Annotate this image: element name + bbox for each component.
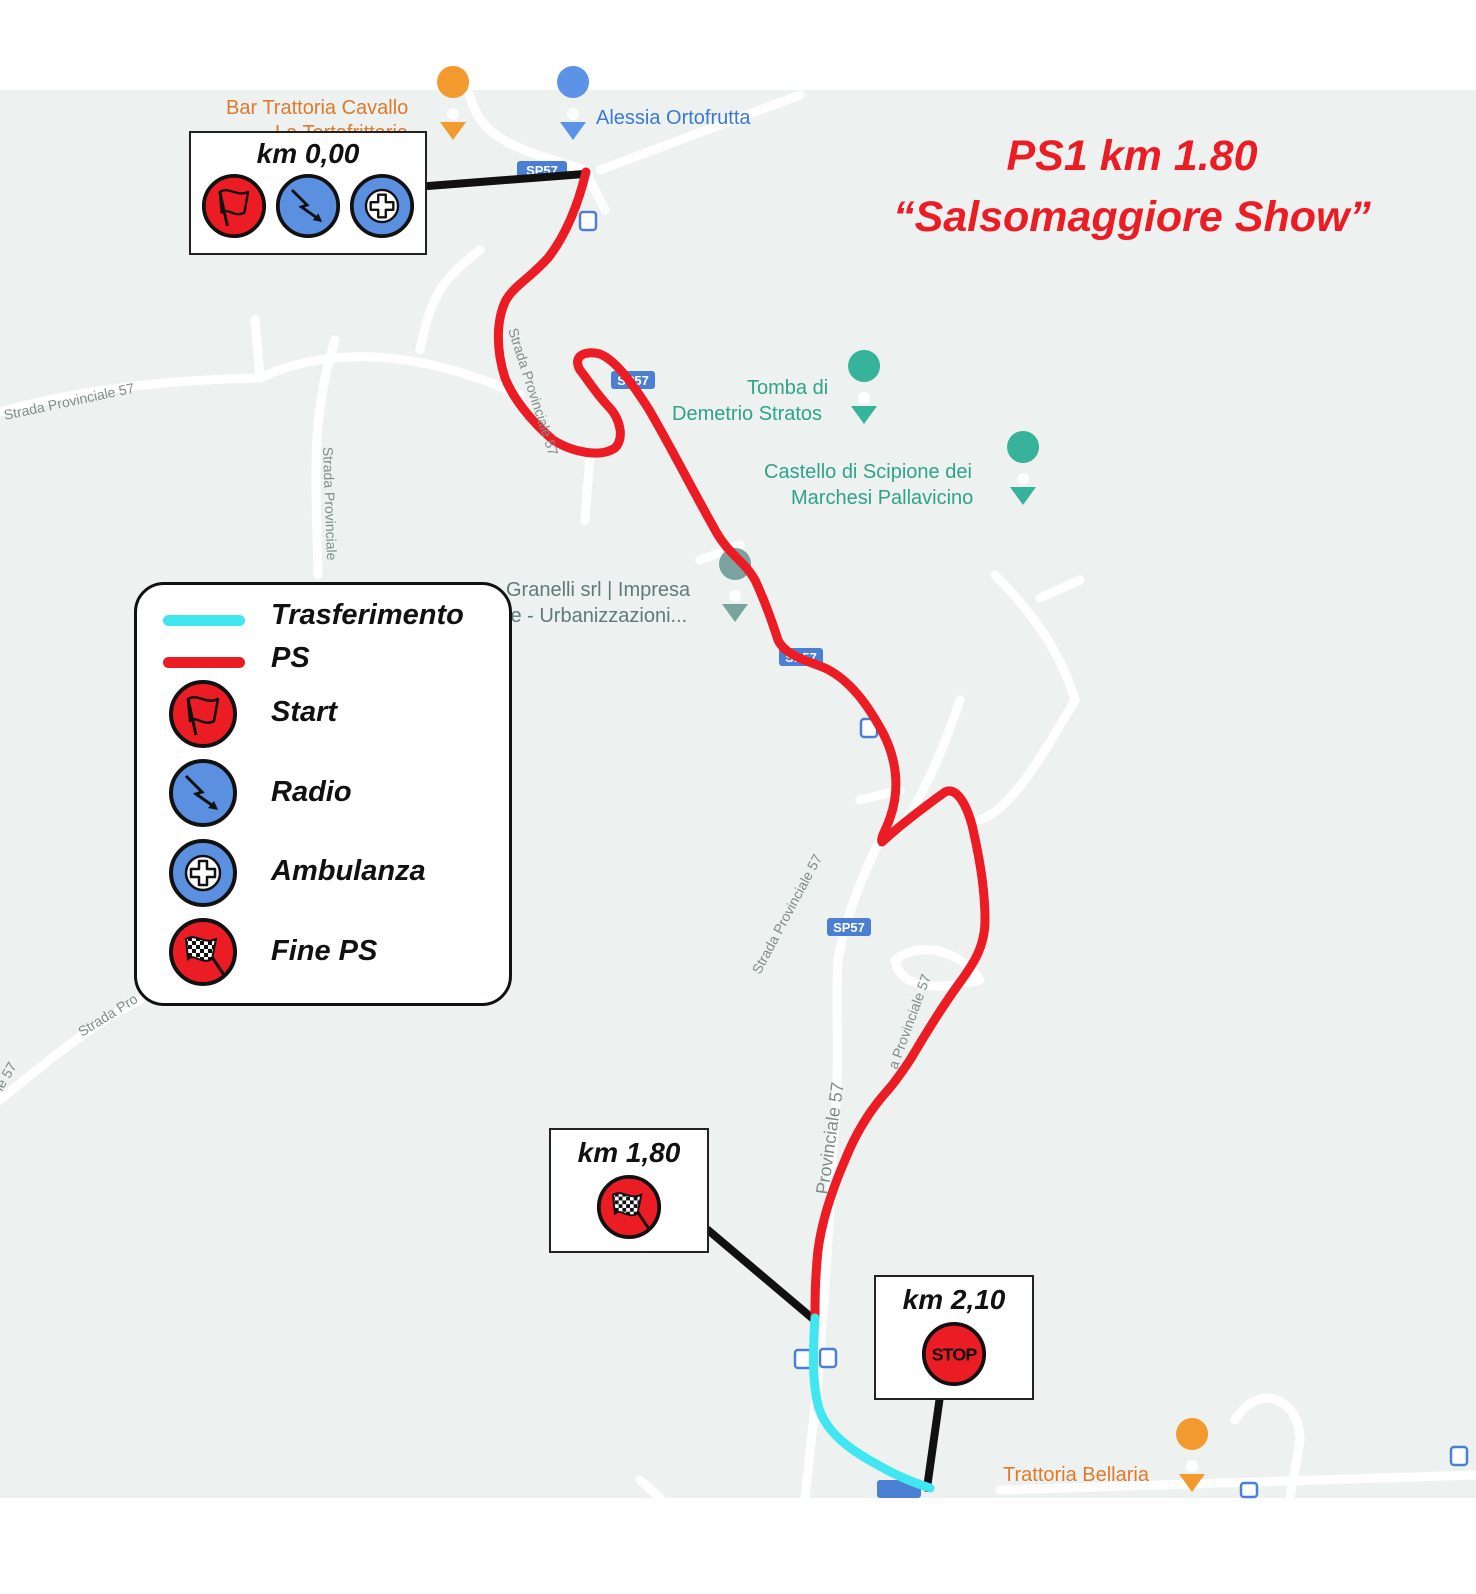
legend-red-line <box>163 657 245 668</box>
legend-label-start: Start <box>271 696 338 728</box>
restaurant-pin-icon <box>437 66 470 140</box>
shopping-pin-icon <box>557 66 590 140</box>
poi-bar-trattoria[interactable]: Bar Trattoria Cavallo <box>226 97 409 119</box>
poi-castello-line2[interactable]: Marchesi Pallavicino <box>791 487 974 509</box>
poi-bar-trattoria-sub: La Tortafritteria <box>275 122 409 133</box>
km-box-finish: km 1,80 <box>549 1128 709 1253</box>
ambulance-icon <box>349 173 415 239</box>
legend-ambulance-icon <box>168 838 238 908</box>
radio-icon <box>275 173 341 239</box>
stop-icon: STOP <box>921 1321 987 1387</box>
legend-label-ambulanza: Ambulanza <box>271 855 426 887</box>
km-start-label: km 0,00 <box>256 138 360 169</box>
checkered-flag-icon <box>596 1174 662 1240</box>
start-connector <box>424 170 588 190</box>
stop-icon-text: STOP <box>932 1345 978 1365</box>
km-stop-label: km 2,10 <box>902 1284 1006 1315</box>
stage-title: PS1 km 1.80 <box>1006 132 1258 180</box>
legend-checkered-flag-icon <box>168 917 238 987</box>
camera-pin-icon <box>848 350 881 424</box>
connector-lines <box>424 170 944 1492</box>
legend-cyan-line <box>163 615 245 626</box>
stage-subtitle: “Salsomaggiore Show” <box>893 193 1371 241</box>
km-start-icons <box>191 173 425 239</box>
bus-stop-icons <box>578 210 1469 1499</box>
poi-castello-line1[interactable]: Castello di Scipione dei <box>764 461 972 483</box>
road-label-sp57-b: Strada Provinciale <box>320 447 340 561</box>
legend-label-ps: PS <box>271 642 310 674</box>
sp57-badge-d: SP57 <box>833 920 865 935</box>
trasferimento-route <box>808 1313 935 1493</box>
finish-connector <box>704 1226 816 1322</box>
km-box-stop: km 2,10 STOP <box>874 1275 1034 1400</box>
poi-tomba-line1[interactable]: Tomba di <box>747 377 829 399</box>
km-finish-label: km 1,80 <box>577 1137 681 1168</box>
poi-tomba-line2[interactable]: Demetrio Stratos <box>672 403 823 425</box>
poi-granelli-line1[interactable]: Granelli srl | Impresa <box>506 579 691 601</box>
poi-trattoria-bellaria[interactable]: Trattoria Bellaria <box>1003 1464 1149 1486</box>
start-flag-icon <box>201 173 267 239</box>
castle-pin-icon <box>1007 431 1040 505</box>
legend-start-flag-icon <box>168 679 238 749</box>
km-box-start: km 0,00 <box>189 131 427 255</box>
restaurant-pin-icon-2 <box>1176 1418 1209 1492</box>
poi-alessia-ortofrutta[interactable]: Alessia Ortofrutta <box>596 107 751 129</box>
legend: Trasferimento PS Start Radio Ambulanza F… <box>134 582 512 1006</box>
stop-connector <box>923 1392 944 1492</box>
legend-label-trasferimento: Trasferimento <box>271 599 464 631</box>
poi-granelli-line2[interactable]: le - Urbanizzazioni... <box>506 605 688 627</box>
legend-label-fine-ps: Fine PS <box>271 935 378 967</box>
ps-route <box>493 167 990 1323</box>
km-finish-icons <box>551 1174 707 1240</box>
legend-label-radio: Radio <box>271 776 352 808</box>
legend-radio-icon <box>168 758 238 828</box>
km-stop-icons: STOP <box>876 1321 1032 1387</box>
